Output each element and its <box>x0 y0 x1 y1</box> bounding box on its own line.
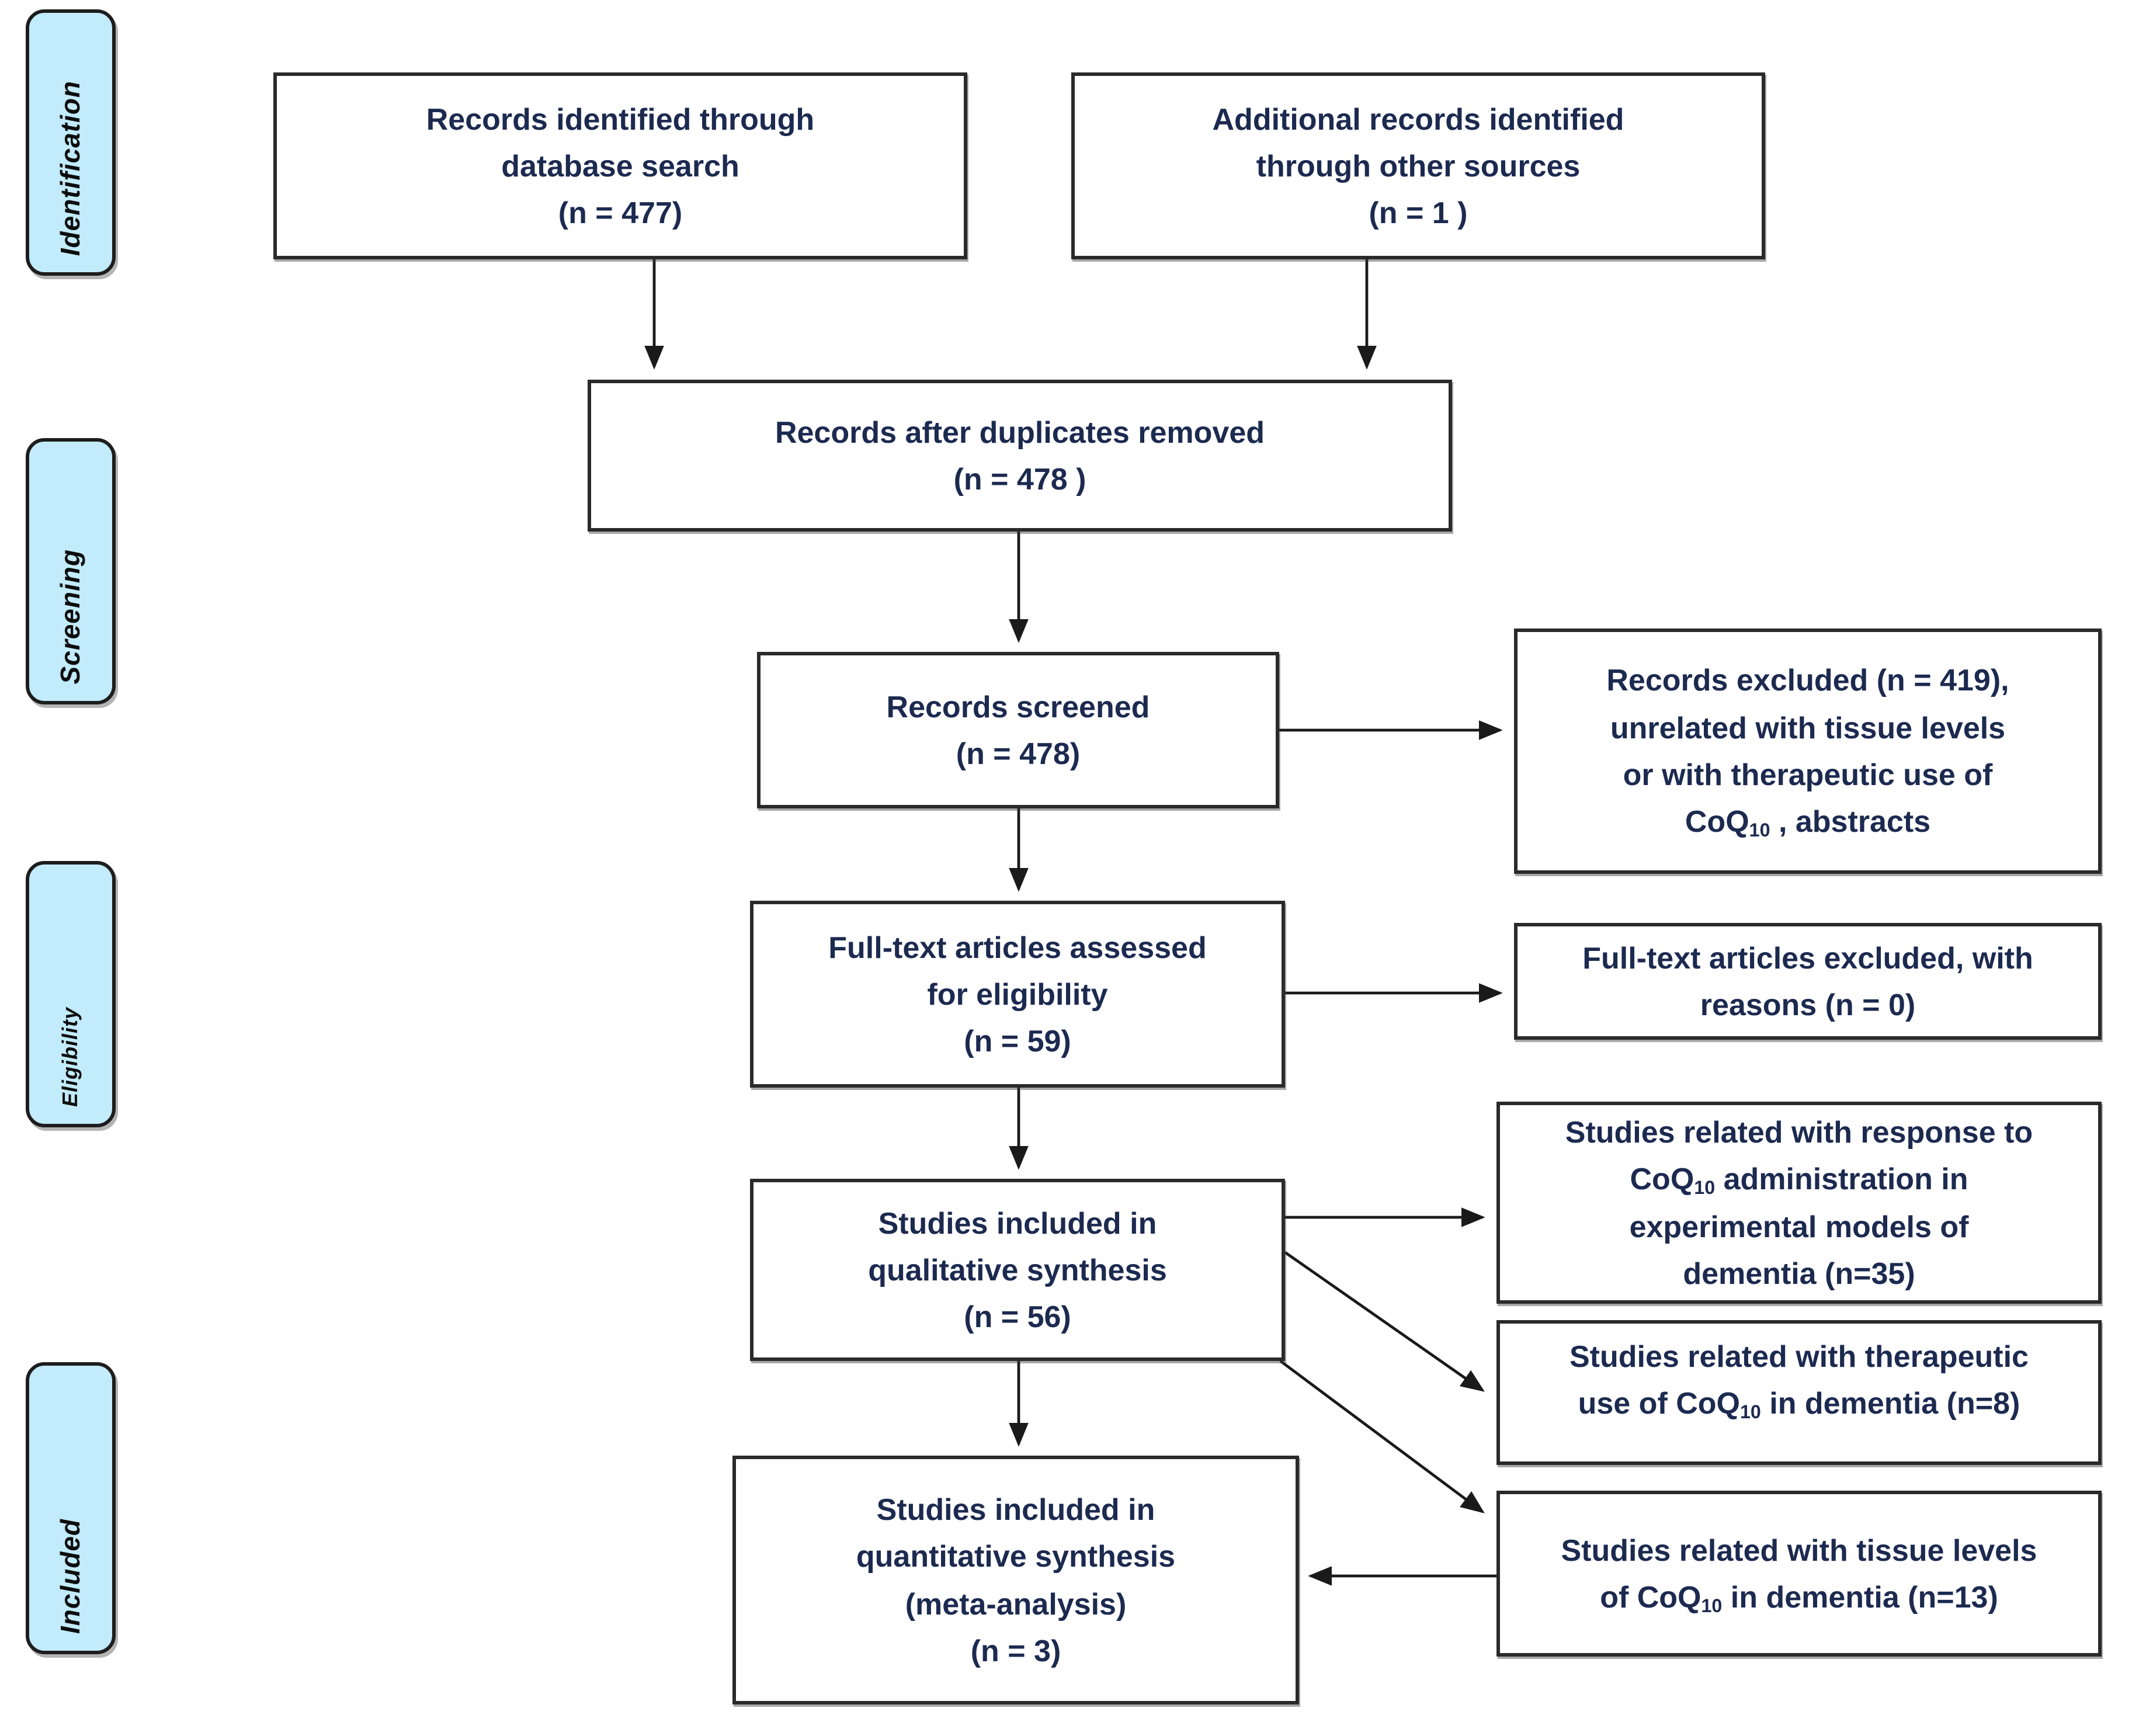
box-experimental-models-line: Studies related with response to <box>1565 1114 2033 1150</box>
box-tissue-levels-line: Studies related with tissue levels <box>1561 1532 2037 1568</box>
box-records-excluded-line: Records excluded (n = 419), <box>1606 662 2009 698</box>
arrow-qualitative-to-therapeutic <box>1284 1251 1485 1392</box>
stage-label-screening-text: Screening <box>55 549 85 685</box>
box-fulltext-assessed: Full-text articles assessed for eligibil… <box>750 901 1285 1088</box>
box-records-identified-count: (n = 477) <box>558 195 683 231</box>
box-therapeutic-use-line: Studies related with therapeutic <box>1569 1339 2029 1374</box>
stage-label-identification-text: Identification <box>55 80 85 256</box>
box-fulltext-excluded: Full-text articles excluded, with reason… <box>1514 923 2102 1040</box>
box-qualitative-synthesis-line: Studies included in <box>878 1205 1157 1241</box>
stage-label-eligibility-text: Eligibility <box>58 1007 82 1107</box>
stage-label-included-text: Included <box>55 1519 85 1634</box>
box-fulltext-assessed-line: Full-text articles assessed <box>828 929 1207 965</box>
box-fulltext-excluded-count: reasons (n = 0) <box>1700 987 1916 1022</box>
box-quantitative-synthesis-line: Studies included in <box>876 1491 1155 1527</box>
box-experimental-models-line: experimental models of <box>1629 1209 1969 1244</box>
box-fulltext-excluded-line: Full-text articles excluded, with <box>1582 940 2033 975</box>
box-additional-records-line: through other sources <box>1256 148 1581 183</box>
box-qualitative-synthesis: Studies included in qualitative synthesi… <box>750 1179 1285 1361</box>
box-therapeutic-use-count: use of CoQ10 in dementia (n=8) <box>1578 1386 2020 1423</box>
box-quantitative-synthesis-line: quantitative synthesis <box>856 1539 1176 1574</box>
box-records-screened: Records screened (n = 478) <box>757 652 1279 808</box>
stage-label-included: Included <box>26 1362 116 1654</box>
box-quantitative-synthesis: Studies included in quantitative synthes… <box>732 1456 1299 1704</box>
stage-label-identification: Identification <box>26 9 116 276</box>
box-qualitative-synthesis-line: qualitative synthesis <box>868 1252 1167 1287</box>
box-duplicates-removed-count: (n = 478 ) <box>953 461 1086 497</box>
box-records-identified-line: database search <box>501 148 739 183</box>
box-experimental-models-count: dementia (n=35) <box>1683 1255 1915 1291</box>
box-additional-records-line: Additional records identified <box>1212 101 1624 137</box>
box-fulltext-assessed-line: for eligibility <box>927 976 1108 1012</box>
box-duplicates-removed-line: Records after duplicates removed <box>775 414 1265 450</box>
box-experimental-models: Studies related with response to CoQ10 a… <box>1496 1102 2102 1304</box>
box-records-screened-count: (n = 478) <box>956 736 1081 771</box>
box-additional-records-count: (n = 1 ) <box>1369 195 1468 231</box>
box-records-identified-line: Records identified through <box>426 101 815 137</box>
box-therapeutic-use: Studies related with therapeutic use of … <box>1496 1320 2102 1465</box>
box-records-excluded: Records excluded (n = 419), unrelated wi… <box>1514 629 2102 874</box>
box-quantitative-synthesis-line: (meta-analysis) <box>905 1586 1127 1621</box>
box-qualitative-synthesis-count: (n = 56) <box>964 1299 1071 1335</box>
box-fulltext-assessed-count: (n = 59) <box>964 1023 1071 1059</box>
box-records-excluded-line: unrelated with tissue levels <box>1610 710 2006 745</box>
box-records-screened-line: Records screened <box>886 689 1150 724</box>
box-experimental-models-line: CoQ10 administration in <box>1630 1161 1968 1199</box>
box-duplicates-removed: Records after duplicates removed (n = 47… <box>588 380 1452 532</box>
box-tissue-levels: Studies related with tissue levels of Co… <box>1496 1491 2102 1657</box>
box-tissue-levels-count: of CoQ10 in dementia (n=13) <box>1600 1579 1998 1617</box>
box-quantitative-synthesis-count: (n = 3) <box>970 1633 1061 1668</box>
stage-label-screening: Screening <box>26 438 116 704</box>
arrow-qualitative-to-tissue <box>1279 1360 1485 1513</box>
box-additional-records: Additional records identified through ot… <box>1071 72 1765 259</box>
box-records-excluded-line: or with therapeutic use of <box>1623 757 1993 792</box>
box-records-identified: Records identified through database sear… <box>273 72 967 259</box>
stage-label-eligibility: Eligibility <box>26 861 116 1127</box>
box-records-excluded-line: CoQ10 , abstracts <box>1685 804 1931 841</box>
